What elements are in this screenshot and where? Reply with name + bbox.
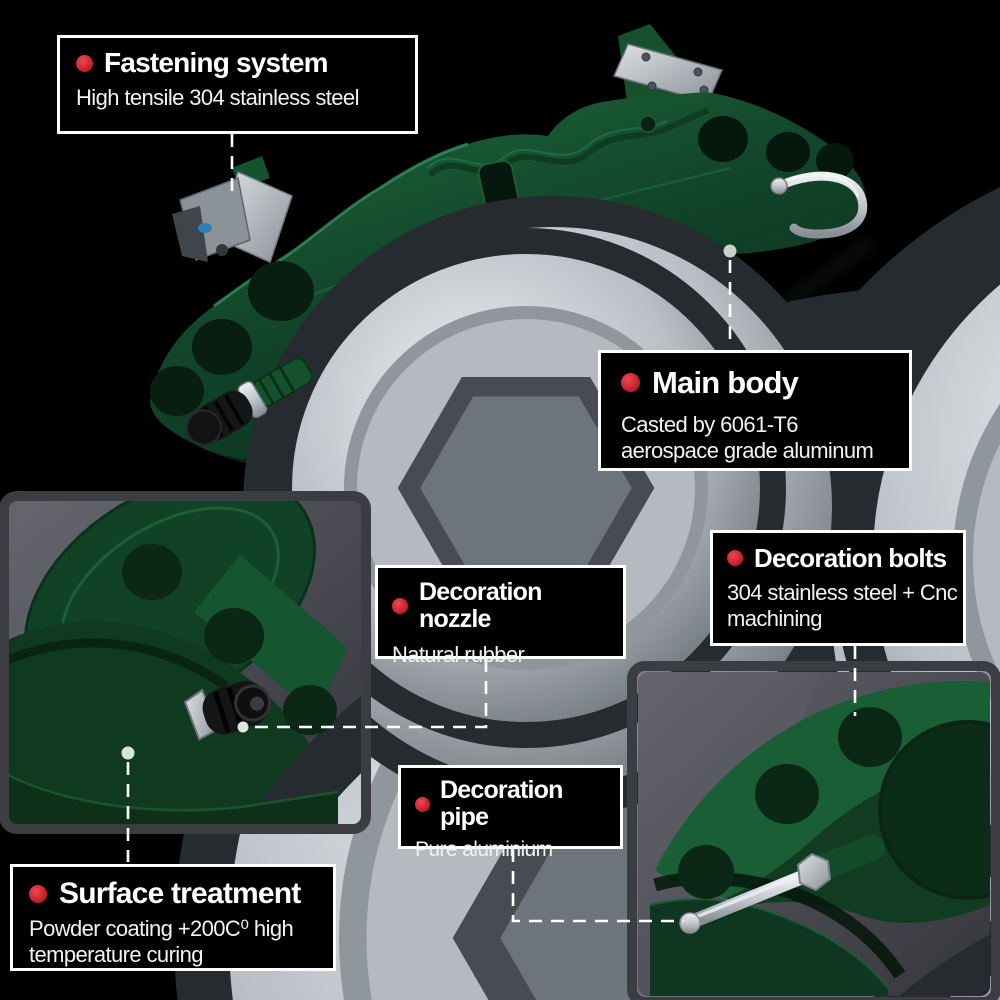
callout-description: High tensile 304 stainless steel — [76, 85, 359, 111]
recess-hole — [639, 115, 657, 133]
callout-connectors — [126, 134, 857, 923]
inset-left-border — [0, 491, 371, 834]
callout-title-row: Surface treatment — [29, 877, 323, 910]
desc-line-1: Powder coating +200C⁰ high — [29, 916, 294, 942]
rubber-nozzle-main — [185, 357, 313, 446]
inset-photo-right — [627, 661, 1000, 1000]
molded-ridge — [427, 107, 710, 178]
inset-photo-left — [0, 491, 371, 834]
desc-line-1: 304 stainless steel + Cnc — [727, 580, 958, 606]
inset-right-border — [627, 661, 1000, 1000]
callout-anchor-dot — [121, 746, 135, 760]
red-bullet-icon — [76, 54, 93, 72]
callout-title-row: Decoration nozzle — [392, 579, 615, 633]
red-bullet-icon — [29, 885, 47, 904]
callout-title: Decoration nozzle — [419, 578, 542, 633]
callout-title: Main body — [652, 365, 799, 400]
desc-line-2: aerospace grade aluminum — [621, 438, 874, 464]
callout-description: Casted by 6061-T6 aerospace grade alumin… — [621, 412, 899, 464]
fastening-bracket — [172, 156, 849, 802]
pipe-hex-nut — [796, 852, 832, 892]
aluminium-pipe — [679, 835, 885, 934]
callout-description: Powder coating +200C⁰ high temperature c… — [29, 916, 323, 968]
callout-decoration-bolts: Decoration bolts 304 stainless steel + C… — [710, 530, 966, 646]
desc-line-2: machining — [727, 606, 822, 632]
red-bullet-icon — [415, 796, 430, 812]
callout-title-row: Fastening system — [76, 47, 405, 78]
callout-title-row: Decoration pipe — [415, 777, 612, 831]
blue-washer — [198, 223, 212, 233]
callout-title: Surface treatment — [59, 877, 301, 910]
callout-title: Decoration pipe — [440, 776, 563, 831]
callout-surface-treatment: Surface treatment Powder coating +200C⁰ … — [10, 864, 336, 971]
callout-anchor-dot — [723, 244, 737, 258]
rubber-nozzle-closeup — [183, 680, 272, 741]
callout-anchor-dot — [237, 721, 249, 733]
red-bullet-icon — [727, 550, 743, 567]
callout-title: Decoration bolts — [754, 543, 947, 573]
red-bullet-icon — [621, 373, 640, 393]
red-bullet-icon — [392, 598, 408, 614]
body-bolts-right — [698, 116, 1000, 1000]
callout-description: Pure aluminium — [415, 838, 553, 861]
callout-decoration-pipe: Decoration pipe Pure aluminium — [398, 765, 623, 861]
molded-ridge-highlight — [427, 120, 668, 169]
callout-title-row: Main body — [621, 366, 899, 399]
plate-screws — [641, 52, 709, 95]
callout-description: 304 stainless steel + Cnc machining — [727, 580, 958, 632]
callout-description: Natural rubber — [392, 642, 525, 667]
connector-nozzle — [249, 659, 488, 729]
callout-title-row: Decoration bolts — [727, 544, 955, 572]
main-caliper-photo — [150, 24, 1000, 1000]
brake-hose — [770, 171, 868, 239]
desc-line-2: temperature curing — [29, 942, 203, 968]
callout-fastening-system: Fastening system High tensile 304 stainl… — [57, 35, 418, 134]
callout-main-body: Main body Casted by 6061-T6 aerospace gr… — [598, 350, 912, 471]
callout-title: Fastening system — [104, 47, 329, 78]
body-bolts-left — [150, 261, 1000, 1000]
connector-pipe — [511, 849, 684, 923]
callout-decoration-nozzle: Decoration nozzle Natural rubber — [375, 565, 626, 667]
desc-line-1: Casted by 6061-T6 — [621, 412, 799, 438]
